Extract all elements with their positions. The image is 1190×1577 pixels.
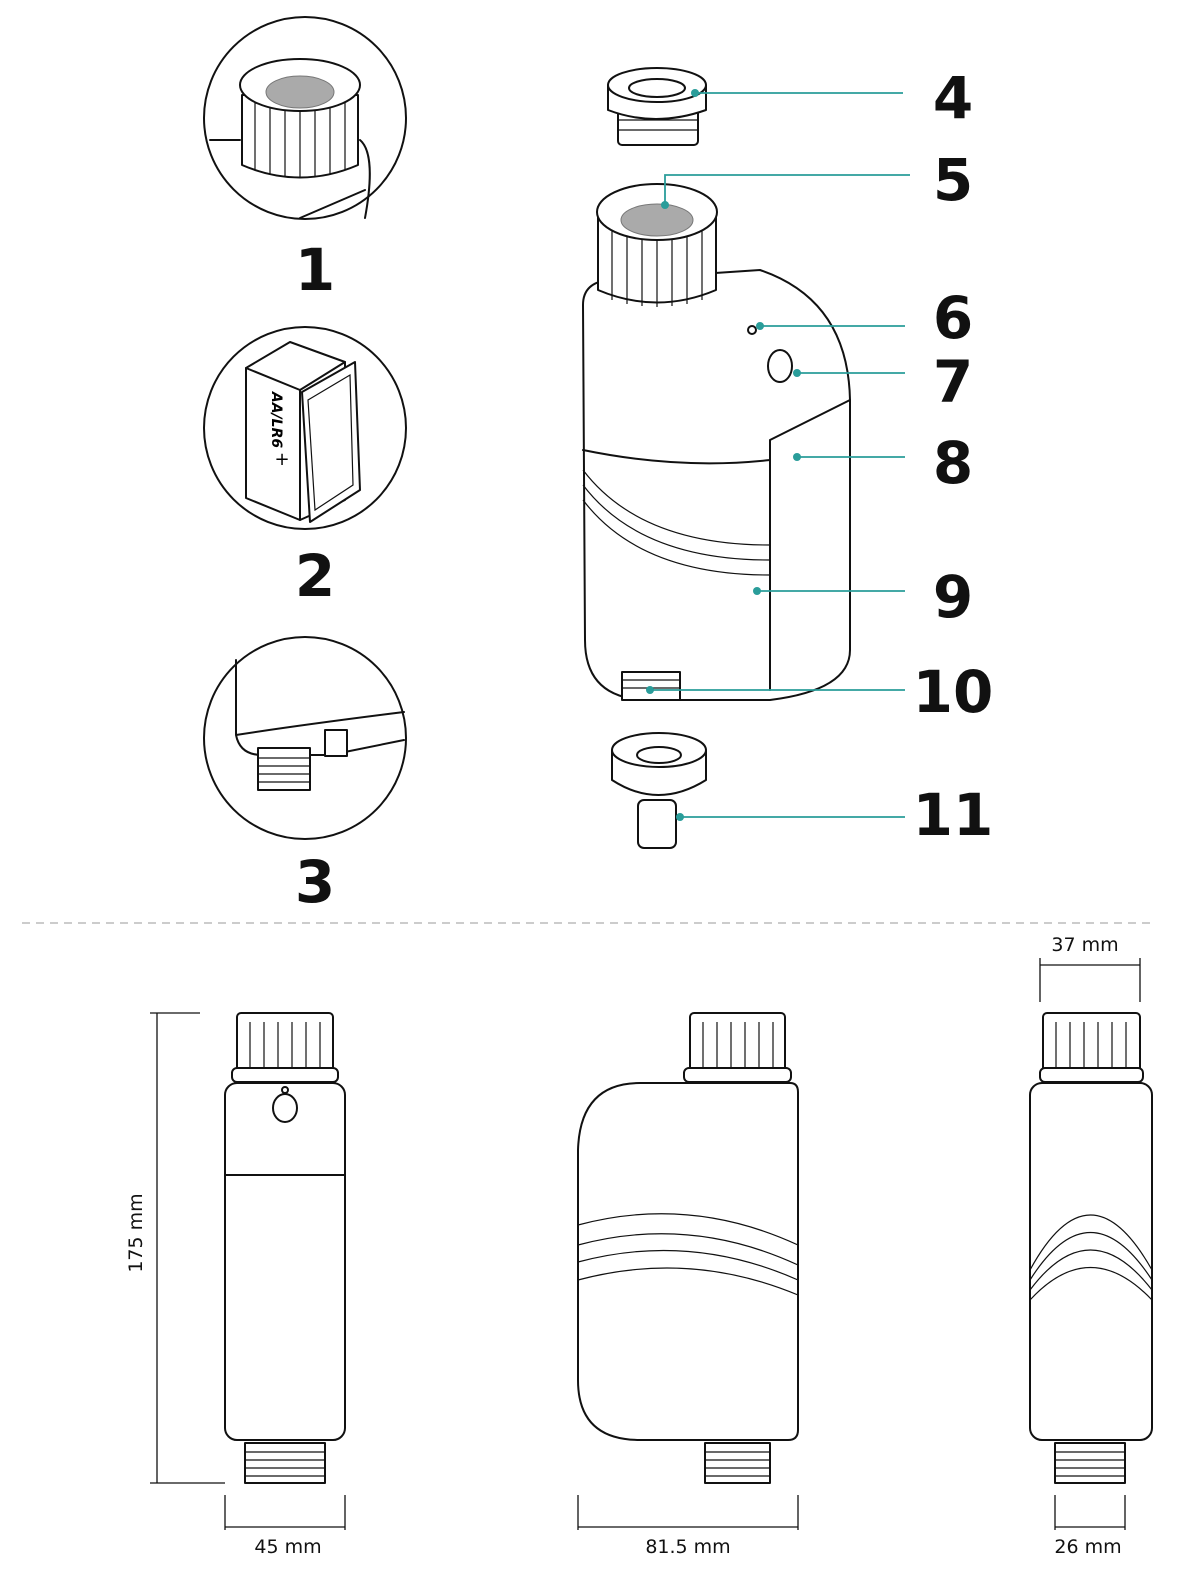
callout-4: 4 xyxy=(933,64,973,132)
inset-label-2: 2 xyxy=(295,542,335,610)
dimension-front-width: 45 mm xyxy=(254,1536,321,1558)
side-view xyxy=(577,1012,799,1484)
callout-8: 8 xyxy=(933,429,973,497)
battery-polarity-mark: + xyxy=(274,449,289,470)
dimension-lines xyxy=(150,958,1141,1530)
callout-9: 9 xyxy=(933,563,973,631)
back-view xyxy=(1029,1012,1153,1484)
front-view xyxy=(224,1012,346,1484)
exploded-device xyxy=(582,67,851,849)
callout-5: 5 xyxy=(933,146,973,214)
callout-11: 11 xyxy=(913,781,994,849)
dimension-height: 175 mm xyxy=(125,1193,147,1272)
callout-leaders xyxy=(646,89,910,821)
dimension-top-width: 37 mm xyxy=(1051,934,1118,956)
battery-type-text: AA/LR6 xyxy=(268,391,284,448)
inset-outlet-thread xyxy=(203,636,407,840)
dimension-side-width: 81.5 mm xyxy=(645,1536,730,1558)
callout-6: 6 xyxy=(933,284,973,352)
callout-10: 10 xyxy=(913,658,994,726)
inset-inlet-connector xyxy=(203,16,407,220)
callout-7: 7 xyxy=(933,348,973,416)
inset-label-3: 3 xyxy=(295,848,335,916)
dimension-thread-width: 26 mm xyxy=(1054,1536,1121,1558)
inset-label-1: 1 xyxy=(295,236,335,304)
inset-battery-compartment: AA/LR6 + xyxy=(203,326,407,530)
